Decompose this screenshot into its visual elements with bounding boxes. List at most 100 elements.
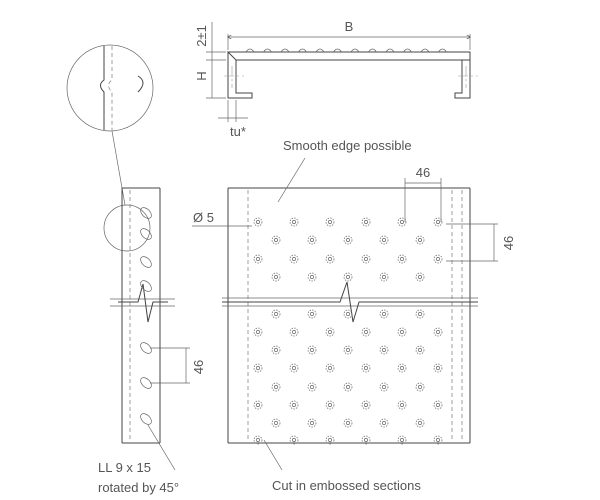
profile-top-plate (226, 51, 471, 61)
side-slot (140, 256, 152, 268)
emboss-hole (325, 400, 335, 410)
emboss-hole (361, 435, 371, 445)
cut-note-leader (263, 439, 283, 471)
emboss-hole (253, 217, 263, 227)
emboss-hole (271, 382, 281, 392)
emboss-hole (253, 363, 263, 373)
profile-left-leg (227, 52, 253, 99)
emboss-hole (325, 254, 335, 264)
emboss-hole (415, 418, 425, 428)
emboss-hole (271, 345, 281, 355)
emboss-bump (368, 48, 377, 53)
emboss-bump (245, 48, 255, 53)
emboss-bump (385, 48, 395, 53)
side-dim-label: 46 (191, 360, 206, 374)
emboss-hole (397, 217, 407, 227)
emboss-hole (379, 309, 389, 319)
emboss-bump (403, 48, 412, 53)
emboss-hole (253, 435, 263, 445)
emboss-hole (253, 327, 263, 337)
detail-view (66, 44, 154, 252)
emboss-hole (307, 418, 317, 428)
detail-circle (66, 44, 154, 132)
hole-dia-label: Ø 5 (193, 210, 214, 225)
emboss-hole (397, 363, 407, 373)
profile-right-leg (454, 52, 471, 99)
emboss-hole (307, 382, 317, 392)
side-slot (140, 342, 152, 354)
emboss-hole (433, 254, 443, 264)
emboss-hole (415, 309, 425, 319)
emboss-hole (325, 363, 335, 373)
profile-emboss-bumps (245, 48, 447, 53)
emboss-hole (343, 272, 353, 282)
front-break-zigzag (222, 281, 478, 323)
emboss-hole (289, 327, 299, 337)
emboss-hole (415, 345, 425, 355)
emboss-hole (253, 400, 263, 410)
emboss-hole (271, 272, 281, 282)
detail-edge-hidden (108, 46, 113, 130)
emboss-hole (325, 327, 335, 337)
emboss-hole (397, 327, 407, 337)
detail-leader (111, 130, 126, 206)
detail-edge-left (100, 46, 105, 130)
front-hdim-label: 46 (416, 165, 430, 180)
front-vdim-label: 46 (501, 236, 516, 250)
emboss-hole (343, 418, 353, 428)
side-view: 46 LL 9 x 15 rotated by 45° (98, 187, 206, 495)
dim-tu-label: tu* (230, 124, 246, 139)
emboss-hole (343, 345, 353, 355)
emboss-hole (433, 327, 443, 337)
emboss-hole (307, 309, 317, 319)
emboss-hole (343, 235, 353, 245)
emboss-hole (379, 345, 389, 355)
emboss-hole (379, 418, 389, 428)
slot-note-leader (147, 424, 176, 471)
smooth-edge-note: Smooth edge possible (283, 138, 412, 153)
front-view: Smooth edge possible 46 46 Ø 5 Cut in em… (192, 138, 516, 493)
detail-slot (137, 75, 144, 93)
cut-note: Cut in embossed sections (272, 478, 421, 493)
emboss-hole (415, 235, 425, 245)
dim-h-label: H (194, 71, 209, 80)
side-slot (140, 207, 152, 219)
emboss-hole (361, 254, 371, 264)
emboss-hole (433, 435, 443, 445)
emboss-hole (397, 254, 407, 264)
emboss-hole (271, 418, 281, 428)
side-slot (140, 377, 152, 389)
slot-note-line2: rotated by 45° (98, 480, 179, 495)
emboss-hole (271, 309, 281, 319)
dim-flange-label: 2±1 (194, 25, 209, 47)
emboss-hole (379, 235, 389, 245)
emboss-bump (333, 48, 342, 53)
emboss-hole (289, 435, 299, 445)
emboss-hole (397, 435, 407, 445)
emboss-hole (289, 217, 299, 227)
emboss-hole (271, 235, 281, 245)
side-slots (140, 207, 152, 425)
smooth-edge-leader (277, 157, 306, 203)
side-slot (140, 280, 152, 292)
emboss-hole (379, 272, 389, 282)
emboss-hole (289, 363, 299, 373)
emboss-hole (361, 217, 371, 227)
side-slot (140, 413, 152, 425)
emboss-hole (325, 435, 335, 445)
side-slot (140, 228, 152, 240)
emboss-hole (379, 382, 389, 392)
emboss-bump (438, 48, 447, 53)
emboss-bump (280, 48, 290, 53)
emboss-hole (289, 400, 299, 410)
emboss-pattern (253, 217, 443, 445)
emboss-hole (307, 235, 317, 245)
emboss-hole (361, 400, 371, 410)
emboss-bump (350, 48, 360, 53)
emboss-hole (361, 327, 371, 337)
emboss-hole (433, 217, 443, 227)
emboss-hole (415, 382, 425, 392)
emboss-hole (433, 363, 443, 373)
emboss-hole (415, 272, 425, 282)
emboss-hole (289, 254, 299, 264)
